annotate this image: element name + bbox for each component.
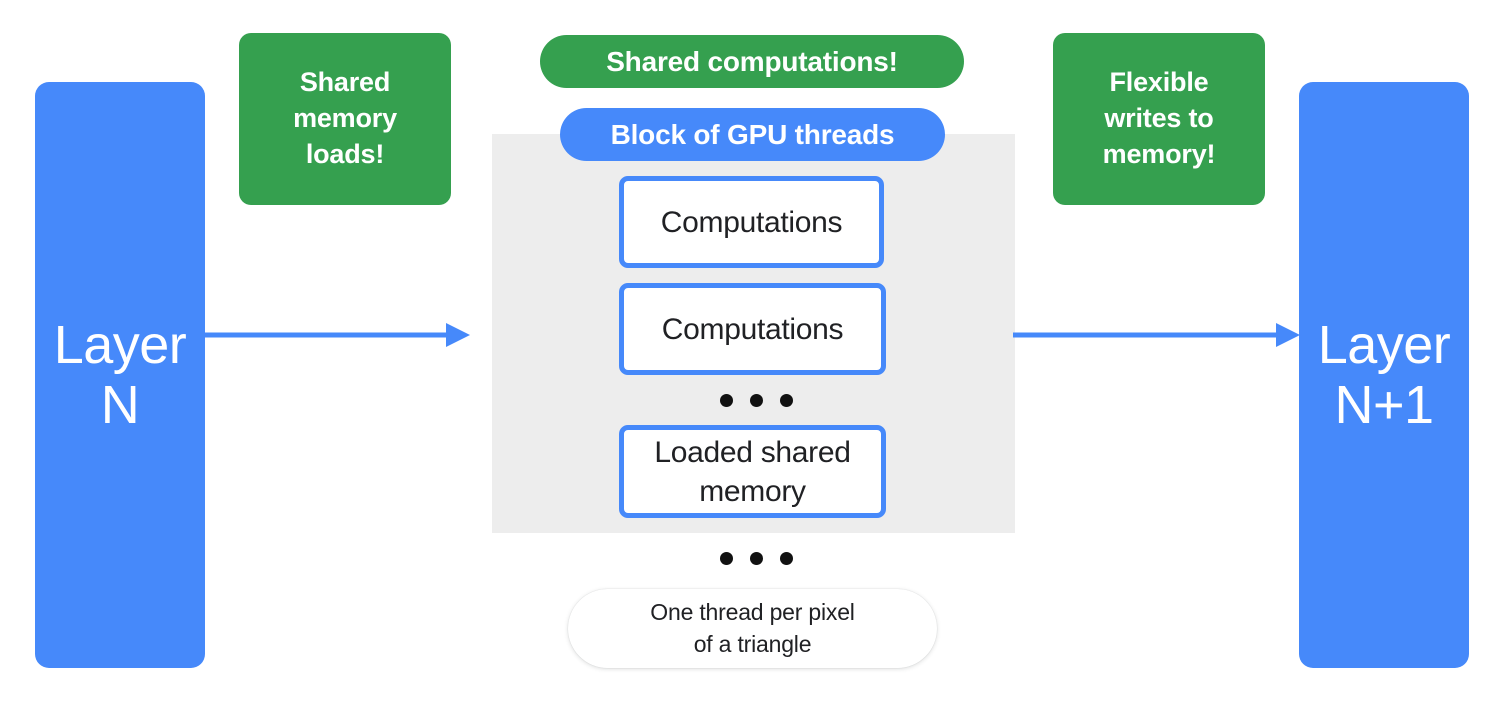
thread-box-loaded-shared-memory: Loaded shared memory xyxy=(619,425,886,518)
arrow-block-to-layer-n-plus-1 xyxy=(1013,322,1300,348)
arrow-layer-n-to-block xyxy=(205,322,470,348)
callout-shared-memory-loads: Shared memory loads! xyxy=(239,33,451,205)
more-blocks-ellipsis-icon xyxy=(720,552,793,565)
layer-n-block: Layer N xyxy=(35,82,205,668)
ellipsis-dot xyxy=(720,394,733,407)
thread-box-computations-2: Computations xyxy=(619,283,886,375)
thread-box-computations-1: Computations xyxy=(619,176,884,268)
more-threads-ellipsis-icon xyxy=(720,394,793,407)
pill-one-thread-per-pixel: One thread per pixel of a triangle xyxy=(568,589,937,668)
layer-n-plus-1-block: Layer N+1 xyxy=(1299,82,1469,668)
pill-shared-computations: Shared computations! xyxy=(540,35,964,88)
ellipsis-dot xyxy=(750,552,763,565)
ellipsis-dot xyxy=(780,394,793,407)
ellipsis-dot xyxy=(750,394,763,407)
ellipsis-dot xyxy=(720,552,733,565)
ellipsis-dot xyxy=(780,552,793,565)
callout-flexible-writes-to-memory: Flexible writes to memory! xyxy=(1053,33,1265,205)
pill-block-of-gpu-threads: Block of GPU threads xyxy=(560,108,945,161)
